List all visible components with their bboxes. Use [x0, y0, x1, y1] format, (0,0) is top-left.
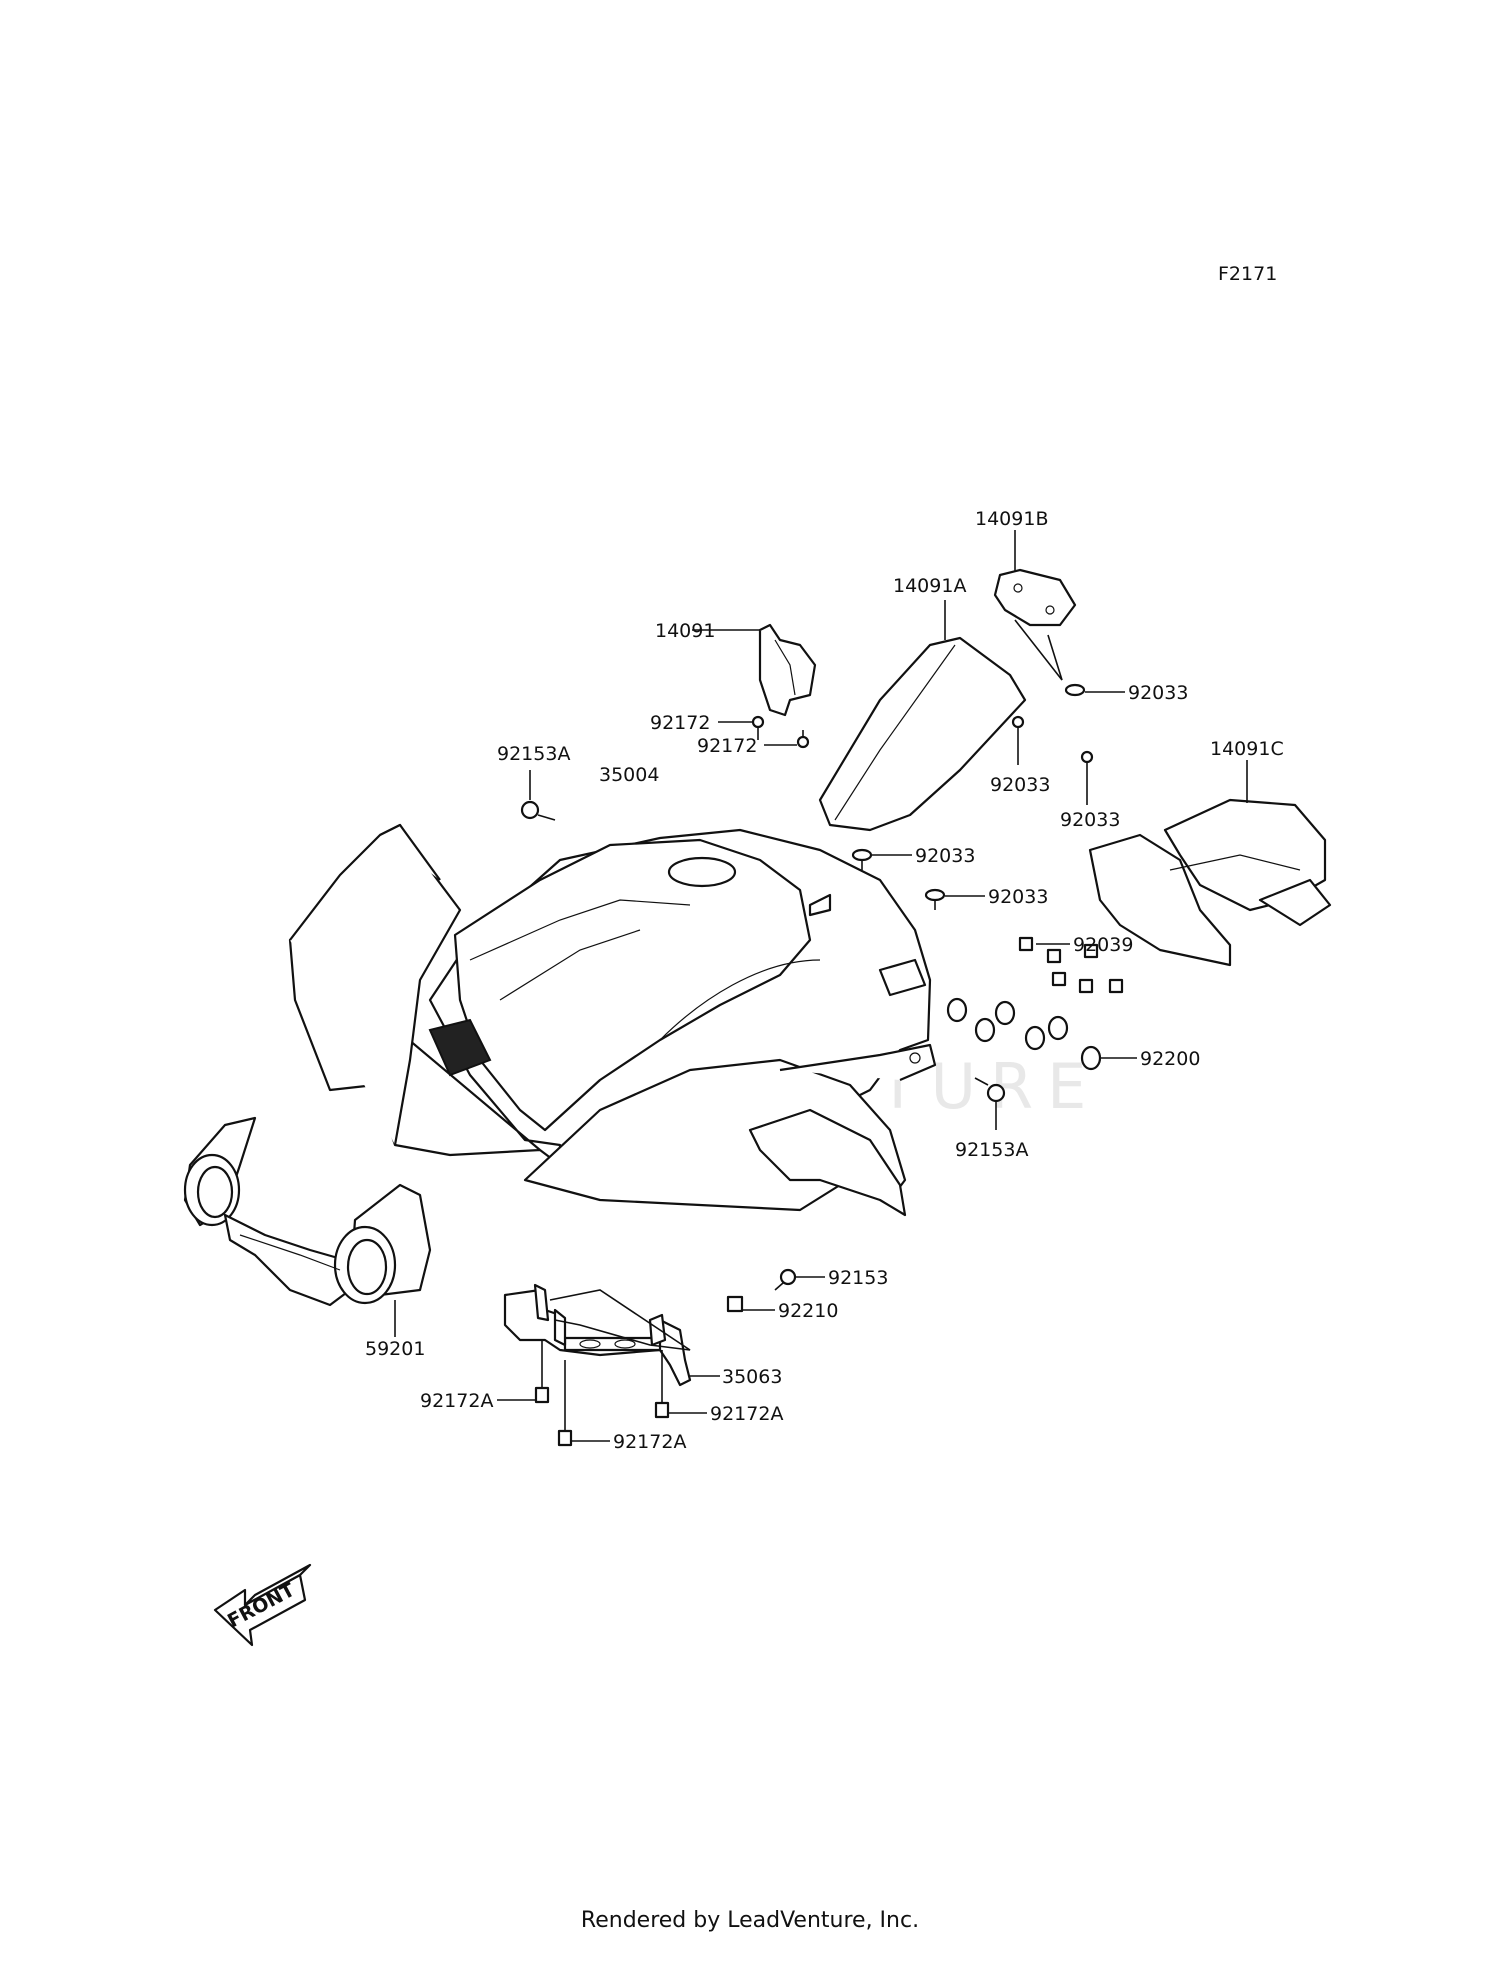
footer-credit: Rendered by LeadVenture, Inc.: [580, 1908, 920, 1933]
front-fender-35004[interactable]: [288, 823, 937, 1217]
grommet-92033-a[interactable]: [1064, 683, 1125, 697]
callout-92172-a: 92172: [650, 712, 710, 734]
screw-92172A-c[interactable]: [557, 1360, 610, 1447]
callout-92172A-b: 92172A: [710, 1403, 783, 1425]
callout-14091B: 14091B: [975, 508, 1048, 530]
screw-92172-b[interactable]: [764, 730, 810, 749]
screw-92153A-lower[interactable]: [974, 1077, 1006, 1130]
bolts-92039[interactable]: [1018, 936, 1124, 994]
callout-92033-c: 92033: [1060, 809, 1120, 831]
callout-14091C: 14091C: [1210, 738, 1284, 760]
callout-35063: 35063: [722, 1366, 782, 1388]
callout-14091: 14091: [655, 620, 715, 642]
callout-35004: 35004: [599, 764, 659, 786]
fasteners: [497, 683, 1137, 1447]
callout-92033-a: 92033: [1128, 682, 1188, 704]
callout-92153: 92153: [828, 1267, 888, 1289]
figure-code: F2171: [1218, 263, 1277, 285]
screw-92172A-b[interactable]: [654, 1350, 707, 1419]
cover-14091[interactable]: [692, 623, 817, 717]
screw-92153A-top[interactable]: [520, 770, 556, 821]
clip-92210[interactable]: [726, 1295, 775, 1313]
callout-92200: 92200: [1140, 1048, 1200, 1070]
callout-92172-b: 92172: [697, 735, 757, 757]
callout-92153A-lower: 92153A: [955, 1139, 1028, 1161]
grommet-92033-c[interactable]: [1080, 750, 1094, 805]
screw-92153[interactable]: [774, 1268, 825, 1291]
grommet-92033-d[interactable]: [851, 848, 912, 870]
washers-92200[interactable]: [946, 997, 1137, 1071]
bracket-14091B[interactable]: [993, 530, 1077, 681]
callout-92039: 92039: [1073, 934, 1133, 956]
callout-92033-e: 92033: [988, 886, 1048, 908]
callout-92210: 92210: [778, 1300, 838, 1322]
bracket-35063[interactable]: [503, 1283, 720, 1387]
callout-92033-b: 92033: [990, 774, 1050, 796]
cover-14091A[interactable]: [818, 600, 1027, 832]
headlight-cover-59201[interactable]: [183, 1116, 432, 1337]
callout-14091A: 14091A: [893, 575, 966, 597]
callout-59201: 59201: [365, 1338, 425, 1360]
front-arrow: FRONT: [213, 1563, 312, 1647]
screw-92172-a[interactable]: [718, 715, 765, 740]
callout-92172A-a: 92172A: [420, 1390, 493, 1412]
callout-92172A-c: 92172A: [613, 1431, 686, 1453]
screw-92172A-a[interactable]: [497, 1340, 550, 1404]
callout-labels: 14091B 14091A 14091 92033 92172 92172 92…: [365, 508, 1284, 1453]
grommet-92033-b[interactable]: [1011, 715, 1025, 765]
callout-92033-d: 92033: [915, 845, 975, 867]
cover-14091C[interactable]: [1088, 760, 1332, 967]
grommet-92033-e[interactable]: [924, 888, 985, 910]
callout-92153A-top: 92153A: [497, 743, 570, 765]
